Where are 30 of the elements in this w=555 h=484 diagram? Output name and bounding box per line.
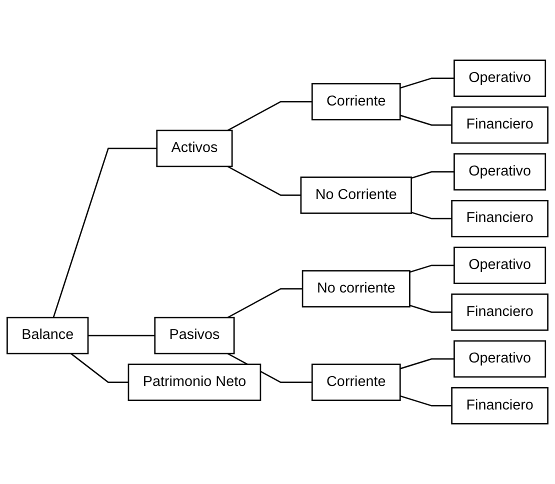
node-box [128, 364, 262, 401]
connector [410, 304, 452, 313]
connector [400, 358, 454, 370]
node-box [451, 200, 548, 238]
connector [227, 288, 303, 318]
connector [410, 264, 454, 273]
node-box [156, 130, 233, 168]
connector [400, 395, 452, 406]
node-box [6, 316, 89, 354]
connector [52, 148, 157, 318]
node-box [451, 387, 548, 424]
node-box [451, 294, 548, 331]
connector [400, 114, 452, 126]
node-box [454, 246, 546, 284]
node-box [311, 83, 401, 120]
node-box [311, 364, 401, 401]
node-box [454, 153, 546, 190]
node-box [454, 340, 546, 378]
connector [411, 171, 454, 179]
node-box [454, 60, 546, 97]
node-box [302, 270, 410, 308]
connector [411, 212, 452, 220]
connector [227, 101, 312, 132]
node-box [451, 106, 548, 144]
connector [70, 353, 128, 383]
connector [227, 166, 301, 196]
node-box [300, 176, 412, 214]
node-box [154, 316, 235, 354]
connector [400, 78, 454, 89]
connector [88, 334, 155, 336]
